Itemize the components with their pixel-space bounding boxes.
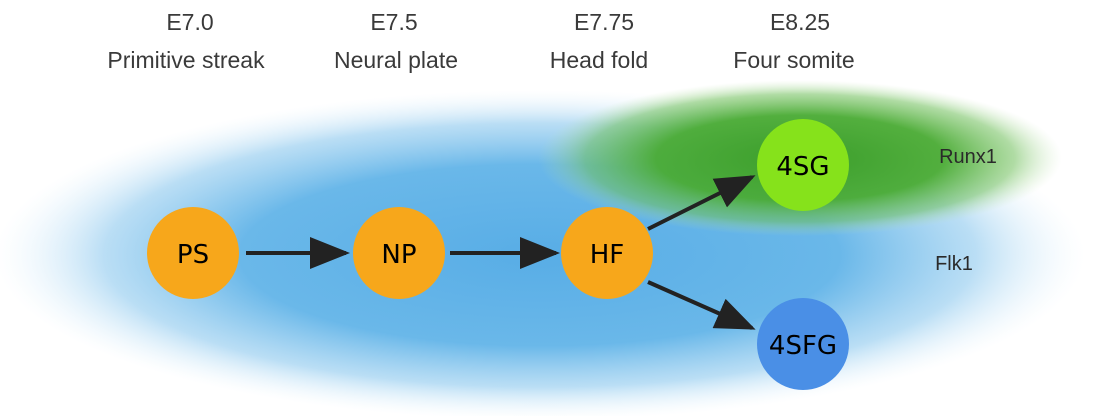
- stage-name-1: Primitive streak: [107, 47, 265, 73]
- node-4sfg-circle: [757, 298, 849, 390]
- stage-time-2: E7.5: [370, 9, 417, 35]
- node-4sfg-label: 4SFG: [769, 331, 837, 361]
- stage-time-3: E7.75: [574, 9, 634, 35]
- edge-hf-4sg: [647, 175, 756, 231]
- node-ps-label: PS: [177, 240, 209, 270]
- stage-time-1: E7.0: [166, 9, 213, 35]
- node-4sg-circle: [757, 119, 849, 211]
- node-np-circle: [353, 207, 445, 299]
- node-ps: PS: [147, 207, 239, 299]
- stage-name-3: Head fold: [550, 47, 648, 73]
- runx1-label: Runx1: [939, 146, 997, 168]
- edge-hf-4sfg: [647, 280, 756, 330]
- stage-labels: E7.0 Primitive streak E7.5 Neural plate …: [107, 9, 854, 73]
- stage-name-4: Four somite: [733, 47, 854, 73]
- node-hf: HF: [561, 207, 653, 299]
- flk1-label: Flk1: [935, 253, 973, 275]
- node-4sfg: 4SFG: [757, 298, 849, 390]
- stage-name-2: Neural plate: [334, 47, 458, 73]
- node-np-label: NP: [381, 240, 416, 270]
- stage-time-4: E8.25: [770, 9, 830, 35]
- node-hf-label: HF: [590, 240, 625, 270]
- node-ps-circle: [147, 207, 239, 299]
- node-hf-circle: [561, 207, 653, 299]
- node-4sg: 4SG: [757, 119, 849, 211]
- node-4sg-label: 4SG: [776, 152, 829, 182]
- edges: [246, 175, 756, 330]
- node-np: NP: [353, 207, 445, 299]
